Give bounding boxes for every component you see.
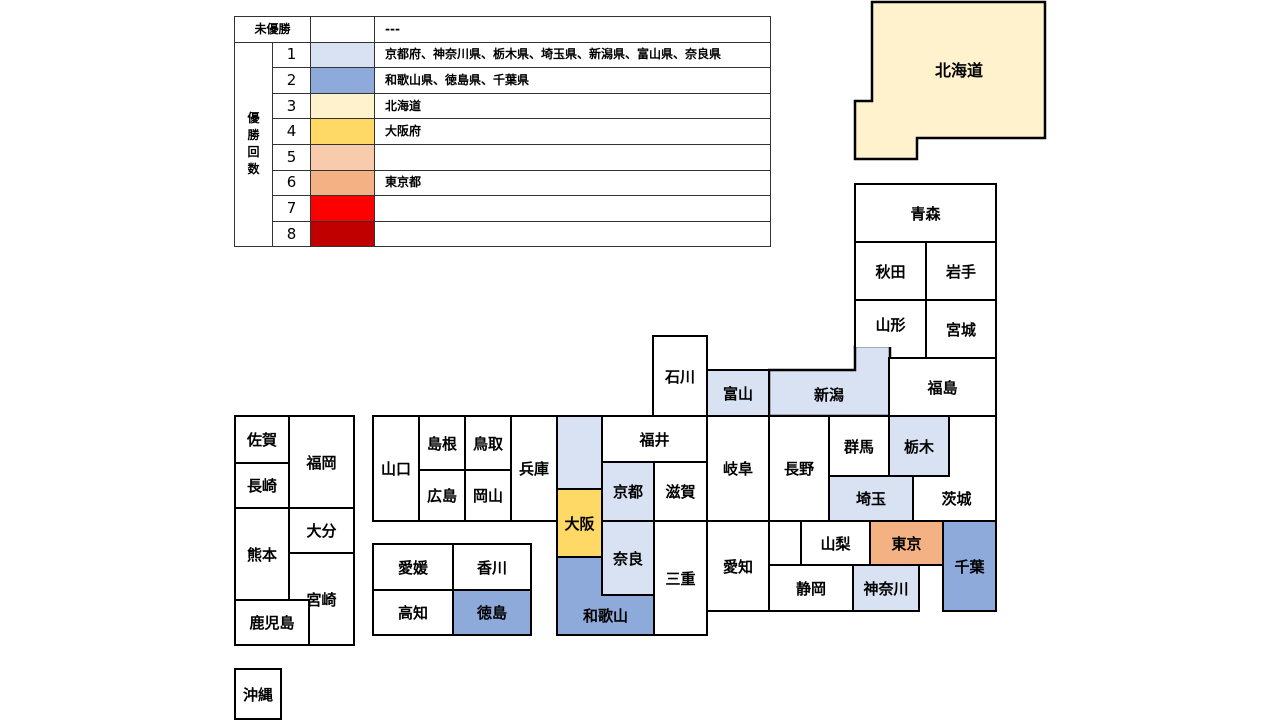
legend-no-win-value: --- [374, 16, 771, 43]
pref-miyagi: 宮城 [925, 299, 997, 359]
legend-count: 4 [272, 118, 311, 145]
pref-chiba: 千葉 [942, 520, 997, 612]
legend-count: 5 [272, 143, 311, 171]
legend-prefectures: 北海道 [374, 92, 771, 120]
pref-kyoto-upper [556, 415, 603, 490]
pref-fukushima: 福島 [888, 357, 997, 417]
legend-swatch [310, 195, 375, 222]
legend-count: 3 [272, 92, 311, 120]
legend-prefectures: 大阪府 [374, 118, 771, 145]
pref-aichi: 愛知 [706, 520, 770, 612]
pref-kagoshima: 鹿児島 [234, 599, 310, 646]
pref-iwate: 岩手 [925, 241, 997, 301]
legend-row: 優勝回数 1 京都府、神奈川県、栃木県、埼玉県、新潟県、富山県、奈良県 [234, 41, 771, 248]
legend-swatch-none [310, 16, 375, 43]
legend-row: 5 [235, 143, 771, 171]
legend-swatch [310, 67, 375, 94]
pref-wakayama-upper [556, 556, 603, 596]
pref-tochigi: 栃木 [888, 415, 950, 477]
legend-row: 2 和歌山県、徳島県、千葉県 [235, 67, 771, 94]
pref-oita: 大分 [288, 507, 355, 554]
pref-mie: 三重 [653, 520, 708, 636]
pref-niigata: 新潟 [768, 345, 892, 418]
pref-akita: 秋田 [854, 241, 927, 301]
pref-shizuoka: 静岡 [768, 564, 854, 612]
legend-row-no-win: 未優勝 --- [234, 16, 771, 43]
legend-swatch [310, 92, 375, 120]
pref-osaka: 大阪 [556, 488, 603, 558]
legend-row: 7 [235, 195, 771, 222]
legend-no-win-label: 未優勝 [234, 16, 311, 43]
pref-niigata-label: 新潟 [814, 386, 844, 404]
pref-kanagawa: 神奈川 [852, 564, 920, 612]
pref-yamanashi: 山梨 [800, 520, 871, 566]
pref-kochi: 高知 [372, 589, 454, 636]
legend-row: 6 東京都 [235, 169, 771, 197]
pref-hokkaido-label: 北海道 [935, 61, 983, 80]
pref-hiroshima: 広島 [418, 469, 466, 522]
pref-ibaraki: 茨城 [912, 475, 997, 522]
legend-side-label: 優勝回数 [234, 41, 273, 248]
legend-prefectures [374, 143, 771, 171]
pref-okayama: 岡山 [464, 469, 512, 522]
legend-swatch [310, 220, 375, 248]
legend-count: 2 [272, 67, 311, 94]
pref-saitama: 埼玉 [828, 475, 914, 522]
pref-gunma: 群馬 [828, 415, 890, 477]
pref-ishikawa: 石川 [652, 335, 708, 417]
legend-count: 6 [272, 169, 311, 197]
pref-aomori: 青森 [854, 183, 997, 243]
pref-nara: 奈良 [601, 520, 655, 596]
pref-nagano: 長野 [768, 415, 830, 522]
pref-hyogo: 兵庫 [510, 415, 558, 522]
legend-row: 3 北海道 [235, 92, 771, 120]
pref-hokkaido: 北海道 [853, 0, 1047, 161]
legend-prefectures [374, 195, 771, 222]
legend-prefectures: 京都府、神奈川県、栃木県、埼玉県、新潟県、富山県、奈良県 [374, 41, 771, 69]
pref-shimane: 島根 [418, 415, 466, 471]
pref-kagawa: 香川 [452, 543, 532, 591]
pref-ehime: 愛媛 [372, 543, 454, 591]
legend-swatch [310, 143, 375, 171]
legend-swatch [310, 169, 375, 197]
pref-kyoto: 京都 [601, 461, 655, 522]
pref-fukuoka: 福岡 [288, 415, 355, 509]
pref-tottori: 鳥取 [464, 415, 512, 471]
legend-swatch [310, 41, 375, 69]
pref-shiga: 滋賀 [653, 461, 708, 522]
legend-prefectures: 和歌山県、徳島県、千葉県 [374, 67, 771, 94]
legend-prefectures [374, 220, 771, 248]
legend-prefectures: 東京都 [374, 169, 771, 197]
pref-gifu: 岐阜 [706, 415, 770, 522]
legend-count: 7 [272, 195, 311, 222]
pref-wakayama: 和歌山 [556, 594, 655, 636]
pref-tokyo: 東京 [869, 520, 944, 566]
pref-nagasaki: 長崎 [234, 462, 290, 509]
pref-fukui: 福井 [601, 415, 708, 463]
pref-saga: 佐賀 [234, 415, 290, 464]
legend-row: 8 [235, 220, 771, 248]
pref-okinawa: 沖縄 [234, 668, 282, 720]
legend-swatch [310, 118, 375, 145]
pref-kumamoto: 熊本 [234, 507, 290, 601]
pref-tokushima: 徳島 [452, 589, 532, 636]
pref-ibaraki-upper [948, 415, 997, 477]
pref-yamaguchi: 山口 [372, 415, 420, 522]
legend-row: 4 大阪府 [235, 118, 771, 145]
legend-count: 1 [272, 41, 311, 69]
legend-side-label-text: 優勝回数 [247, 111, 260, 177]
pref-niigata-shape [768, 345, 892, 418]
pref-toyama: 富山 [706, 369, 770, 417]
legend-table: 未優勝 --- 優勝回数 1 京都府、神奈川県、栃木県、埼玉県、新潟県、富山県、… [234, 16, 771, 248]
legend-count: 8 [272, 220, 311, 248]
pref-yamagata: 山形 [854, 299, 927, 347]
pref-hokkaido-shape [853, 0, 1047, 161]
